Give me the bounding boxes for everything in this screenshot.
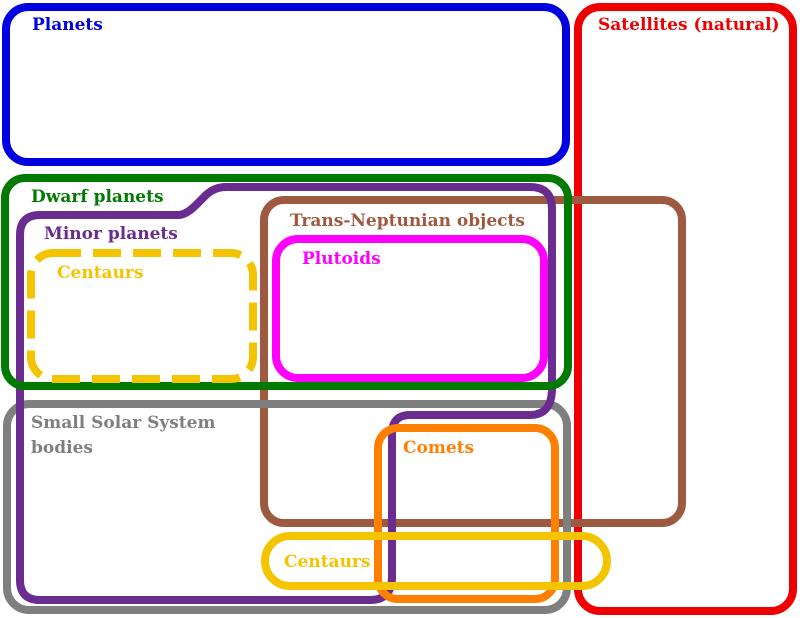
- centaurs-top-region: [27, 249, 257, 383]
- dwarf-planets-label: Dwarf planets: [31, 187, 164, 207]
- planets-region: [2, 3, 570, 166]
- centaurs-top-label: Centaurs: [57, 263, 143, 283]
- sssb-label-line1: Small Solar System: [31, 413, 215, 433]
- planets-label: Planets: [32, 15, 103, 35]
- centaurs-bottom-region: [261, 532, 611, 590]
- satellites-region: [574, 3, 797, 615]
- comets-label: Comets: [403, 438, 474, 458]
- comets-region: [374, 424, 559, 603]
- minor-planets-label: Minor planets: [44, 224, 178, 244]
- sssb-region: [3, 400, 571, 614]
- plutoids-region: [272, 235, 548, 382]
- centaurs-bottom-label: Centaurs: [284, 552, 370, 572]
- sssb-label-line2: bodies: [31, 438, 93, 458]
- satellites-label: Satellites (natural): [598, 15, 780, 35]
- trans-neptunian-region: [260, 196, 686, 527]
- dwarf-planets-region: [1, 174, 572, 390]
- plutoids-label: Plutoids: [302, 249, 381, 269]
- trans-neptunian-label: Trans-Neptunian objects: [290, 211, 525, 231]
